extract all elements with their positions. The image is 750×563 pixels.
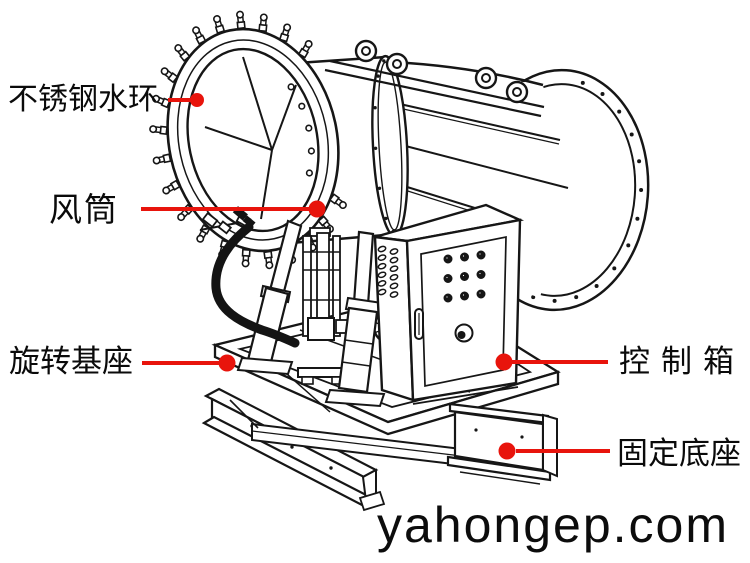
stainless-steel-water-ring <box>149 10 347 270</box>
control-box-lock <box>454 323 474 343</box>
support-struts <box>236 219 386 408</box>
control-box-handle <box>414 308 424 340</box>
label-fixed-base: 固定底座 <box>617 436 741 471</box>
label-wind-barrel: 风筒 <box>49 191 119 228</box>
fixed-base <box>201 387 558 512</box>
label-stainless-steel-water-ring: 不锈钢水环 <box>8 83 158 116</box>
annotation-dot-control-box <box>495 353 513 371</box>
annotation-dot-barrel <box>308 200 326 218</box>
annotation-layer <box>141 93 610 460</box>
label-rotating-base: 旋转基座 <box>9 344 133 379</box>
control-box-louvers <box>377 245 399 298</box>
rear-ring-bolt-holes <box>531 80 644 303</box>
watermark-text: yahongep.com <box>377 497 730 553</box>
water-ring-far-bolts <box>287 83 316 177</box>
annotation-dot-fixed-base <box>498 442 516 460</box>
annotation-dot-rotating-base <box>218 354 236 372</box>
control-box <box>373 203 525 405</box>
lifting-eyes <box>324 39 545 118</box>
annotation-dot-water-ring <box>190 93 204 107</box>
label-control-box: 控制箱 <box>619 344 745 379</box>
control-box-indicator-grid <box>443 250 486 303</box>
